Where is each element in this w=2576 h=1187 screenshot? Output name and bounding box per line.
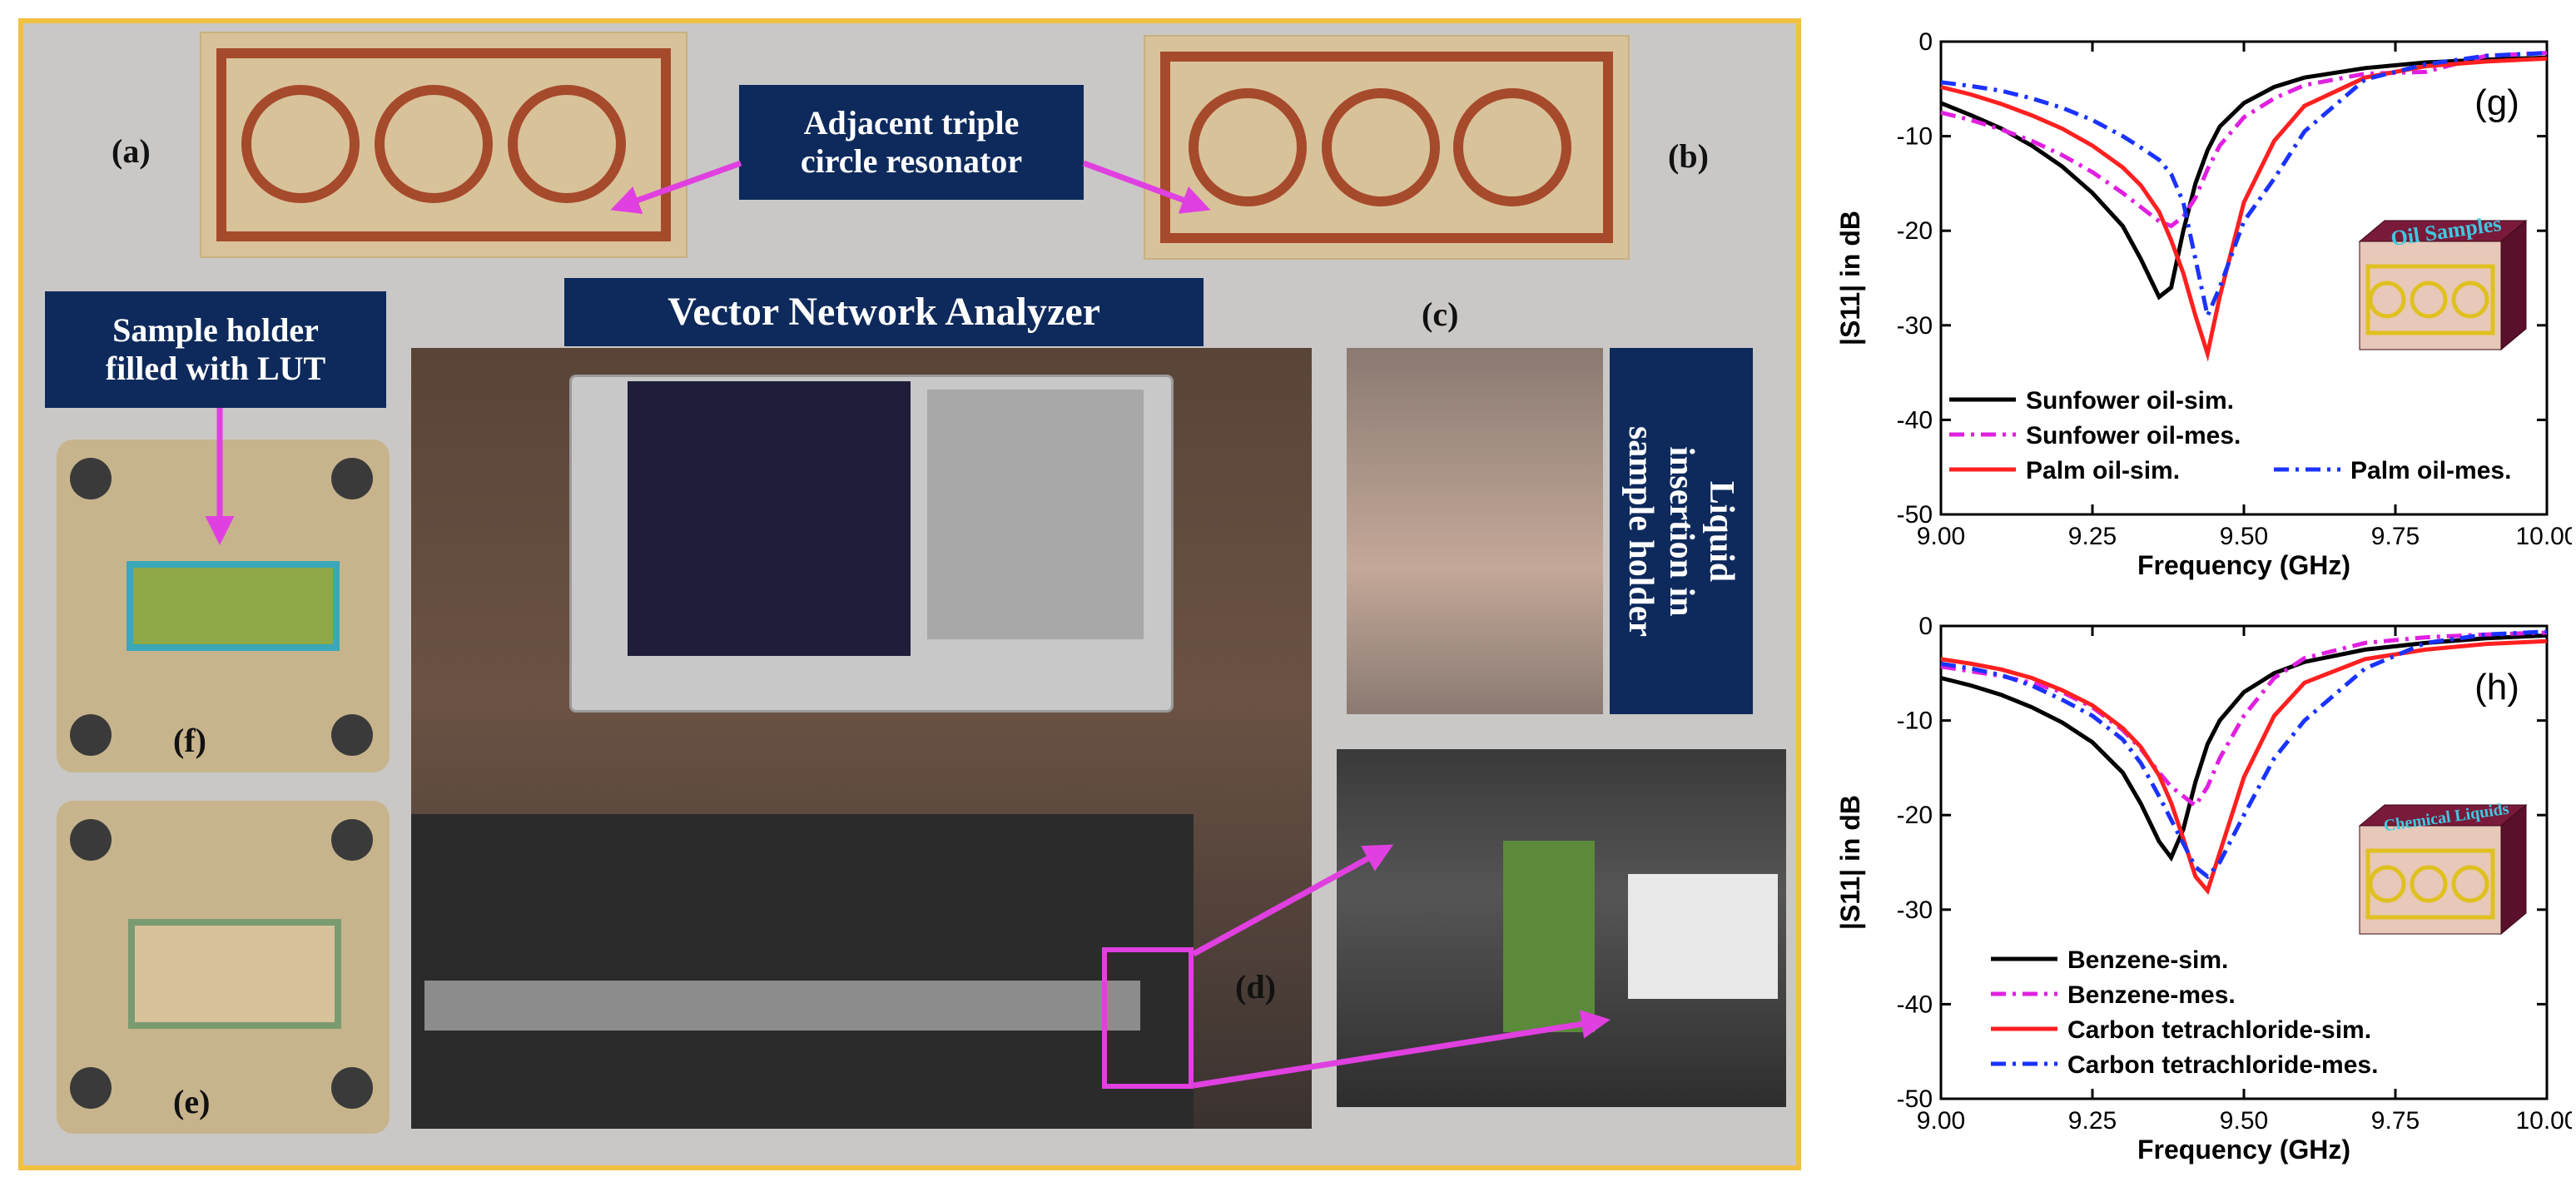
y-tick-label: -20 xyxy=(1897,217,1933,245)
y-tick-label: 0 xyxy=(1918,28,1933,56)
legend-entry: Sunfower oil-sim. xyxy=(2026,387,2234,415)
inset-ring xyxy=(2451,281,2489,319)
zoom-photo xyxy=(1337,749,1786,1107)
syringe-photo xyxy=(1347,348,1603,714)
vna-title: Vector Network Analyzer xyxy=(564,278,1204,346)
s11-chart-chemical: 9.00 9.25 9.50 9.75 10.00 0 -10 -20 -30 -40 -50Fre… xyxy=(1835,613,2572,1165)
legend-entry: Benzene-mes. xyxy=(2067,981,2236,1009)
series-line-2 xyxy=(1940,638,2548,896)
legend-entry: Palm oil-sim. xyxy=(2026,457,2180,484)
vna-photo xyxy=(411,348,1312,1129)
series-line-0 xyxy=(1940,55,2548,300)
inset-trace xyxy=(2365,264,2495,335)
panel-label-a: (a) xyxy=(112,132,151,170)
x-tick-label: 9.50 xyxy=(2220,1107,2268,1135)
series-line-1 xyxy=(1940,51,2548,229)
resonator-board-a xyxy=(200,32,687,258)
y-tick-label: -50 xyxy=(1897,1085,1933,1113)
y-tick-label: 0 xyxy=(1918,613,1933,640)
y-tick-label: -10 xyxy=(1897,123,1933,151)
inset-ring xyxy=(2451,865,2489,903)
y-axis-label: |S11| in dB xyxy=(1835,211,1865,345)
inset-ring xyxy=(2368,281,2406,319)
x-tick-label: 10.00 xyxy=(2515,1107,2572,1135)
panel-label-d: (d) xyxy=(1235,968,1276,1006)
x-tick-label: 10.00 xyxy=(2515,523,2572,550)
x-tick-label: 9.25 xyxy=(2068,1107,2117,1135)
legend-entry: Carbon tetrachloride-mes. xyxy=(2067,1051,2378,1079)
inset-ring xyxy=(2368,865,2406,903)
chart-panel-label: (h) xyxy=(2474,667,2519,708)
legend-entry: Carbon tetrachloride-sim. xyxy=(2067,1016,2371,1044)
series-line-0 xyxy=(1940,633,2548,862)
sample-holder-inset: Chemical Liquids xyxy=(2358,800,2528,936)
liquid-callout: Liquid insertion in sample holder xyxy=(1610,348,1753,714)
legend-entry: Sunfower oil-mes. xyxy=(2026,422,2241,449)
inset-side xyxy=(2500,803,2527,936)
panel-label-b: (b) xyxy=(1668,137,1709,175)
x-tick-label: 9.75 xyxy=(2371,523,2420,550)
y-tick-label: -50 xyxy=(1897,501,1933,529)
series-line-1 xyxy=(1940,630,2548,809)
x-axis-label: Frequency (GHz) xyxy=(2137,1135,2350,1165)
sample-holder-callout: Sample holder filled with LUT xyxy=(45,291,386,408)
y-tick-label: -40 xyxy=(1897,991,1933,1018)
chart-panel-label: (g) xyxy=(2474,82,2519,123)
sample-holder-inset: Oil Samples xyxy=(2358,211,2528,351)
legend-entry: Benzene-sim. xyxy=(2067,946,2228,974)
legend: Benzene-sim. Benzene-mes. Carbon tetrachlo… xyxy=(1991,946,2378,1079)
photo-collage: (a) (b) Adjacent triple circle resonator… xyxy=(18,18,1801,1170)
legend: Sunfower oil-sim. Sunfower oil-mes. Palm o… xyxy=(1949,387,2511,484)
panel-label-f: (f) xyxy=(173,722,206,759)
legend-entry: Palm oil-mes. xyxy=(2350,457,2511,484)
holder-photo xyxy=(57,801,390,1134)
y-tick-label: -30 xyxy=(1897,312,1933,340)
y-tick-label: -10 xyxy=(1897,708,1933,735)
inset-ring xyxy=(2410,281,2448,319)
x-tick-label: 9.75 xyxy=(2371,1107,2420,1135)
s11-chart-oil: 9.00 9.25 9.50 9.75 10.00 0 -10 -20 -30 -40 -50Fre… xyxy=(1835,28,2572,580)
x-tick-label: 9.25 xyxy=(2068,523,2117,550)
panel-label-c: (c) xyxy=(1422,296,1459,333)
y-tick-label: -40 xyxy=(1897,406,1933,434)
resonator-board-b xyxy=(1144,35,1630,260)
y-tick-label: -30 xyxy=(1897,896,1933,924)
inset-side xyxy=(2500,219,2527,351)
series-line-3 xyxy=(1940,629,2548,880)
callout-arrows xyxy=(205,160,1611,1089)
panel-label-e: (e) xyxy=(173,1083,211,1120)
filled-holder-photo xyxy=(57,440,390,772)
inset-trace xyxy=(2365,848,2495,920)
x-tick-label: 9.00 xyxy=(1917,1107,1965,1135)
series-line-2 xyxy=(1940,56,2548,362)
y-tick-label: -20 xyxy=(1897,802,1933,829)
resonator-callout: Adjacent triple circle resonator xyxy=(739,85,1084,200)
x-tick-label: 9.00 xyxy=(1917,523,1965,550)
y-axis-label: |S11| in dB xyxy=(1835,795,1865,930)
series-line-3 xyxy=(1940,51,2548,323)
x-tick-label: 9.50 xyxy=(2220,523,2268,550)
x-axis-label: Frequency (GHz) xyxy=(2137,550,2350,580)
inset-ring xyxy=(2410,865,2448,903)
